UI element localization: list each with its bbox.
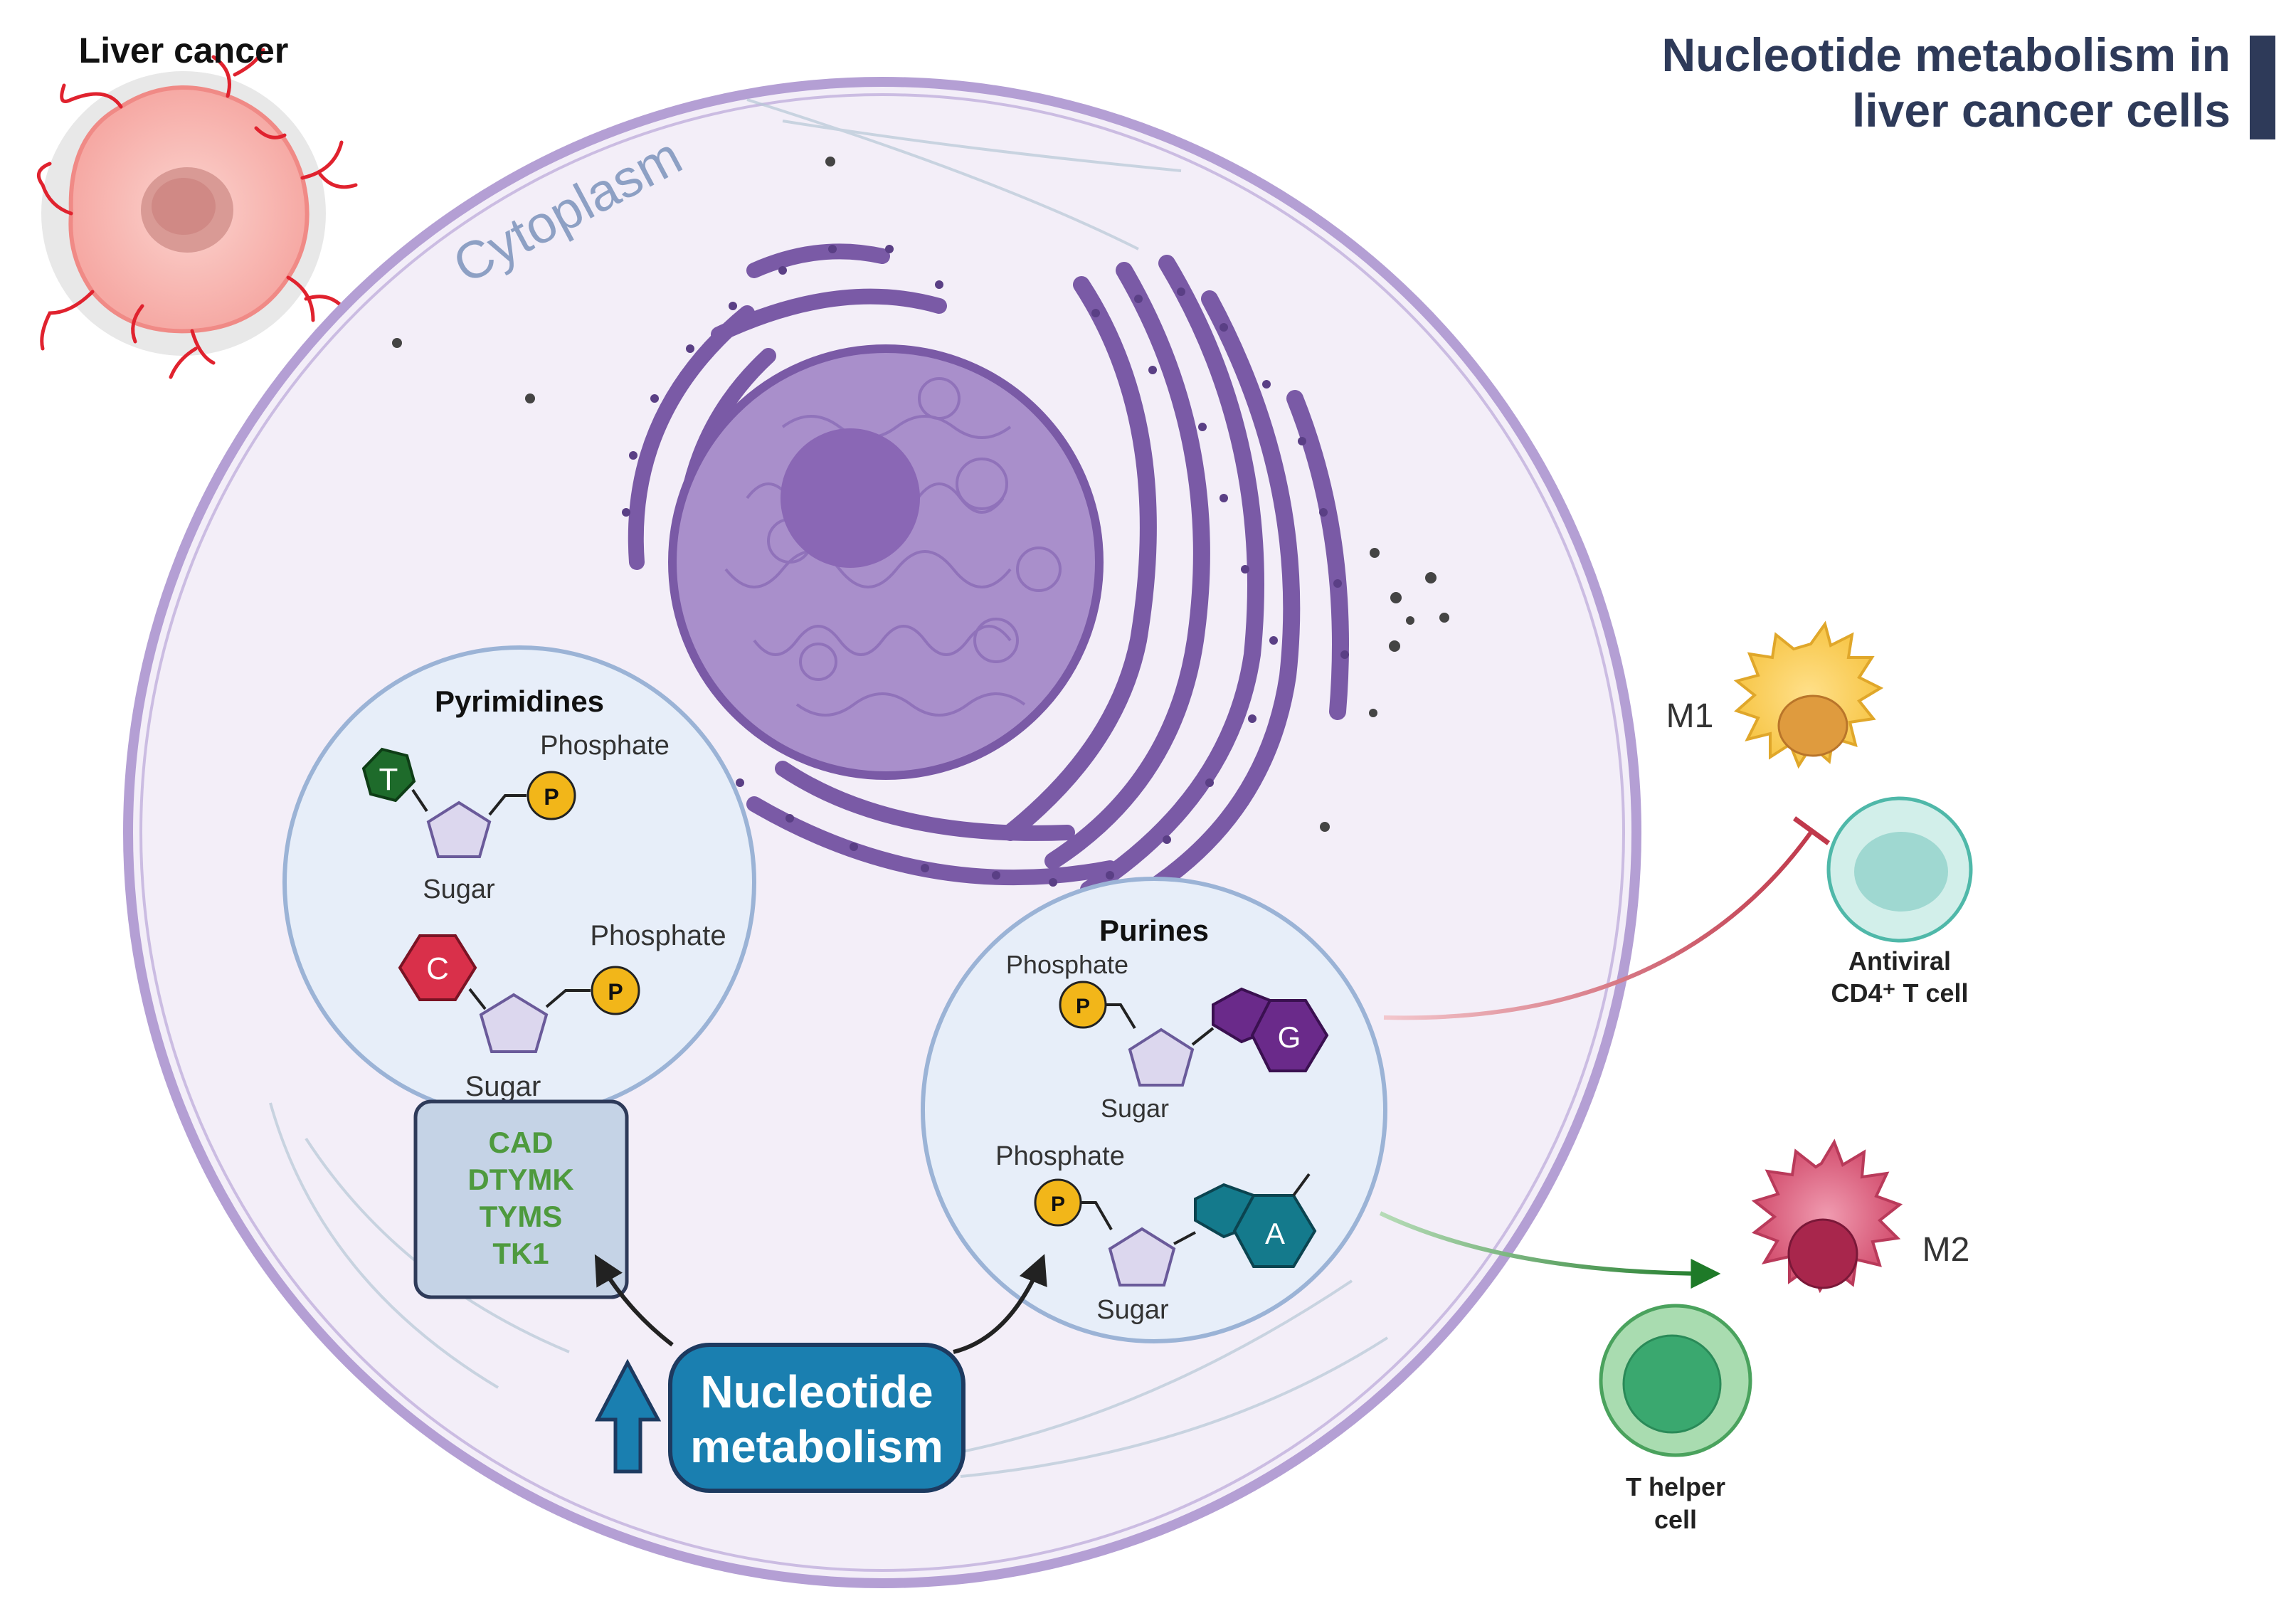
th-label-line-2: cell [1654,1505,1697,1534]
arrow-to-purines [953,1254,1047,1354]
gene-list: CAD DTYMK TYMS TK1 [467,1126,573,1270]
gene-box: CAD DTYMK TYMS TK1 [413,1099,629,1299]
phosphate-label: Phosphate [1006,950,1128,979]
phosphate-icon [591,966,640,1015]
sugar-pentagon-icon [479,993,549,1053]
nucleolus [781,428,920,568]
th-label-line-1: T helper [1626,1472,1725,1501]
phosphate-label: Phosphate [590,920,726,951]
guanine-base-icon [1250,999,1329,1072]
adenine-nucleotide: Phosphate P A Sugar [995,1141,1317,1325]
gene-cad: CAD [489,1126,554,1159]
title-line-2: liver cancer cells [1852,84,2231,137]
cytosine-nucleotide: C P Phosphate Sugar [398,920,726,1102]
arrow-to-genes [594,1254,674,1347]
metabolism-line-1: Nucleotide [700,1366,933,1417]
ribosome-dots [392,157,1449,832]
inhibition-bar [1792,816,1831,845]
liver-tumor-icon: Liver cancer [36,31,358,379]
guanine-nucleotide: Phosphate P G Sugar [1006,950,1329,1123]
title-accent-bar [2250,36,2275,139]
sugar-label: Sugar [465,1071,541,1102]
phosphate-symbol: P [608,979,623,1005]
pyrimidines-title: Pyrimidines [435,685,604,718]
cd4-label-line-2: CD4⁺ T cell [1831,978,1968,1008]
inhibition-line [1383,831,1813,1020]
metabolism-line-2: metabolism [690,1421,943,1472]
sugar-label: Sugar [1096,1295,1169,1325]
immune-interactions: M1 Antiviral CD4⁺ T cell M2 T helper cel… [1379,620,1973,1534]
m2-label: M2 [1922,1231,1970,1269]
thymine-base-icon [361,747,416,803]
sugar-label: Sugar [423,875,495,904]
t-helper-cell-icon [1599,1304,1752,1457]
thymine-nucleotide: T P Phosphate Sugar [361,731,670,904]
phosphate-icon [527,771,576,820]
cd4-t-cell-icon [1826,796,1973,943]
sugar-pentagon-icon [426,801,492,858]
purines-panel: Purines Phosphate P G Sugar Phosphate P [921,877,1387,1343]
cd4-label-line-1: Antiviral [1848,946,1951,976]
sugar-pentagon-icon [1108,1227,1176,1287]
title-line-1: Nucleotide metabolism in [1662,28,2231,81]
sugar-label: Sugar [1101,1094,1169,1123]
adenine-base-label: A [1265,1217,1285,1250]
m1-macrophage-icon [1733,620,1884,769]
phosphate-label: Phosphate [995,1141,1125,1171]
cytosine-base-label: C [426,951,449,986]
sugar-pentagon-icon [1128,1027,1195,1087]
m2-macrophage-icon [1751,1139,1903,1294]
m1-label: M1 [1666,697,1714,735]
metabolism-box [668,1343,966,1493]
phosphate-symbol: P [1076,995,1090,1018]
phosphate-symbol: P [1051,1193,1065,1216]
gene-tyms: TYMS [480,1200,563,1233]
nucleus-with-er [622,243,1349,905]
tumor-label: Liver cancer [79,31,289,70]
phosphate-label: Phosphate [540,731,670,761]
guanine-base-label: G [1278,1020,1301,1054]
gene-tk1: TK1 [492,1237,549,1270]
gene-dtymk: DTYMK [467,1163,573,1196]
cytosine-base-icon [398,934,477,1001]
pyrimidines-panel: Pyrimidines T P Phosphate Sugar C P Phos… [282,645,756,1119]
promotion-arrow [1379,1211,1721,1289]
up-arrow-icon [594,1358,662,1474]
thymine-base-label: T [379,762,398,797]
phosphate-symbol: P [544,784,559,810]
purines-title: Purines [1099,914,1209,947]
title-block: Nucleotide metabolism in liver cancer ce… [1662,28,2275,139]
metabolism-module: Nucleotide metabolism [594,1254,1047,1493]
